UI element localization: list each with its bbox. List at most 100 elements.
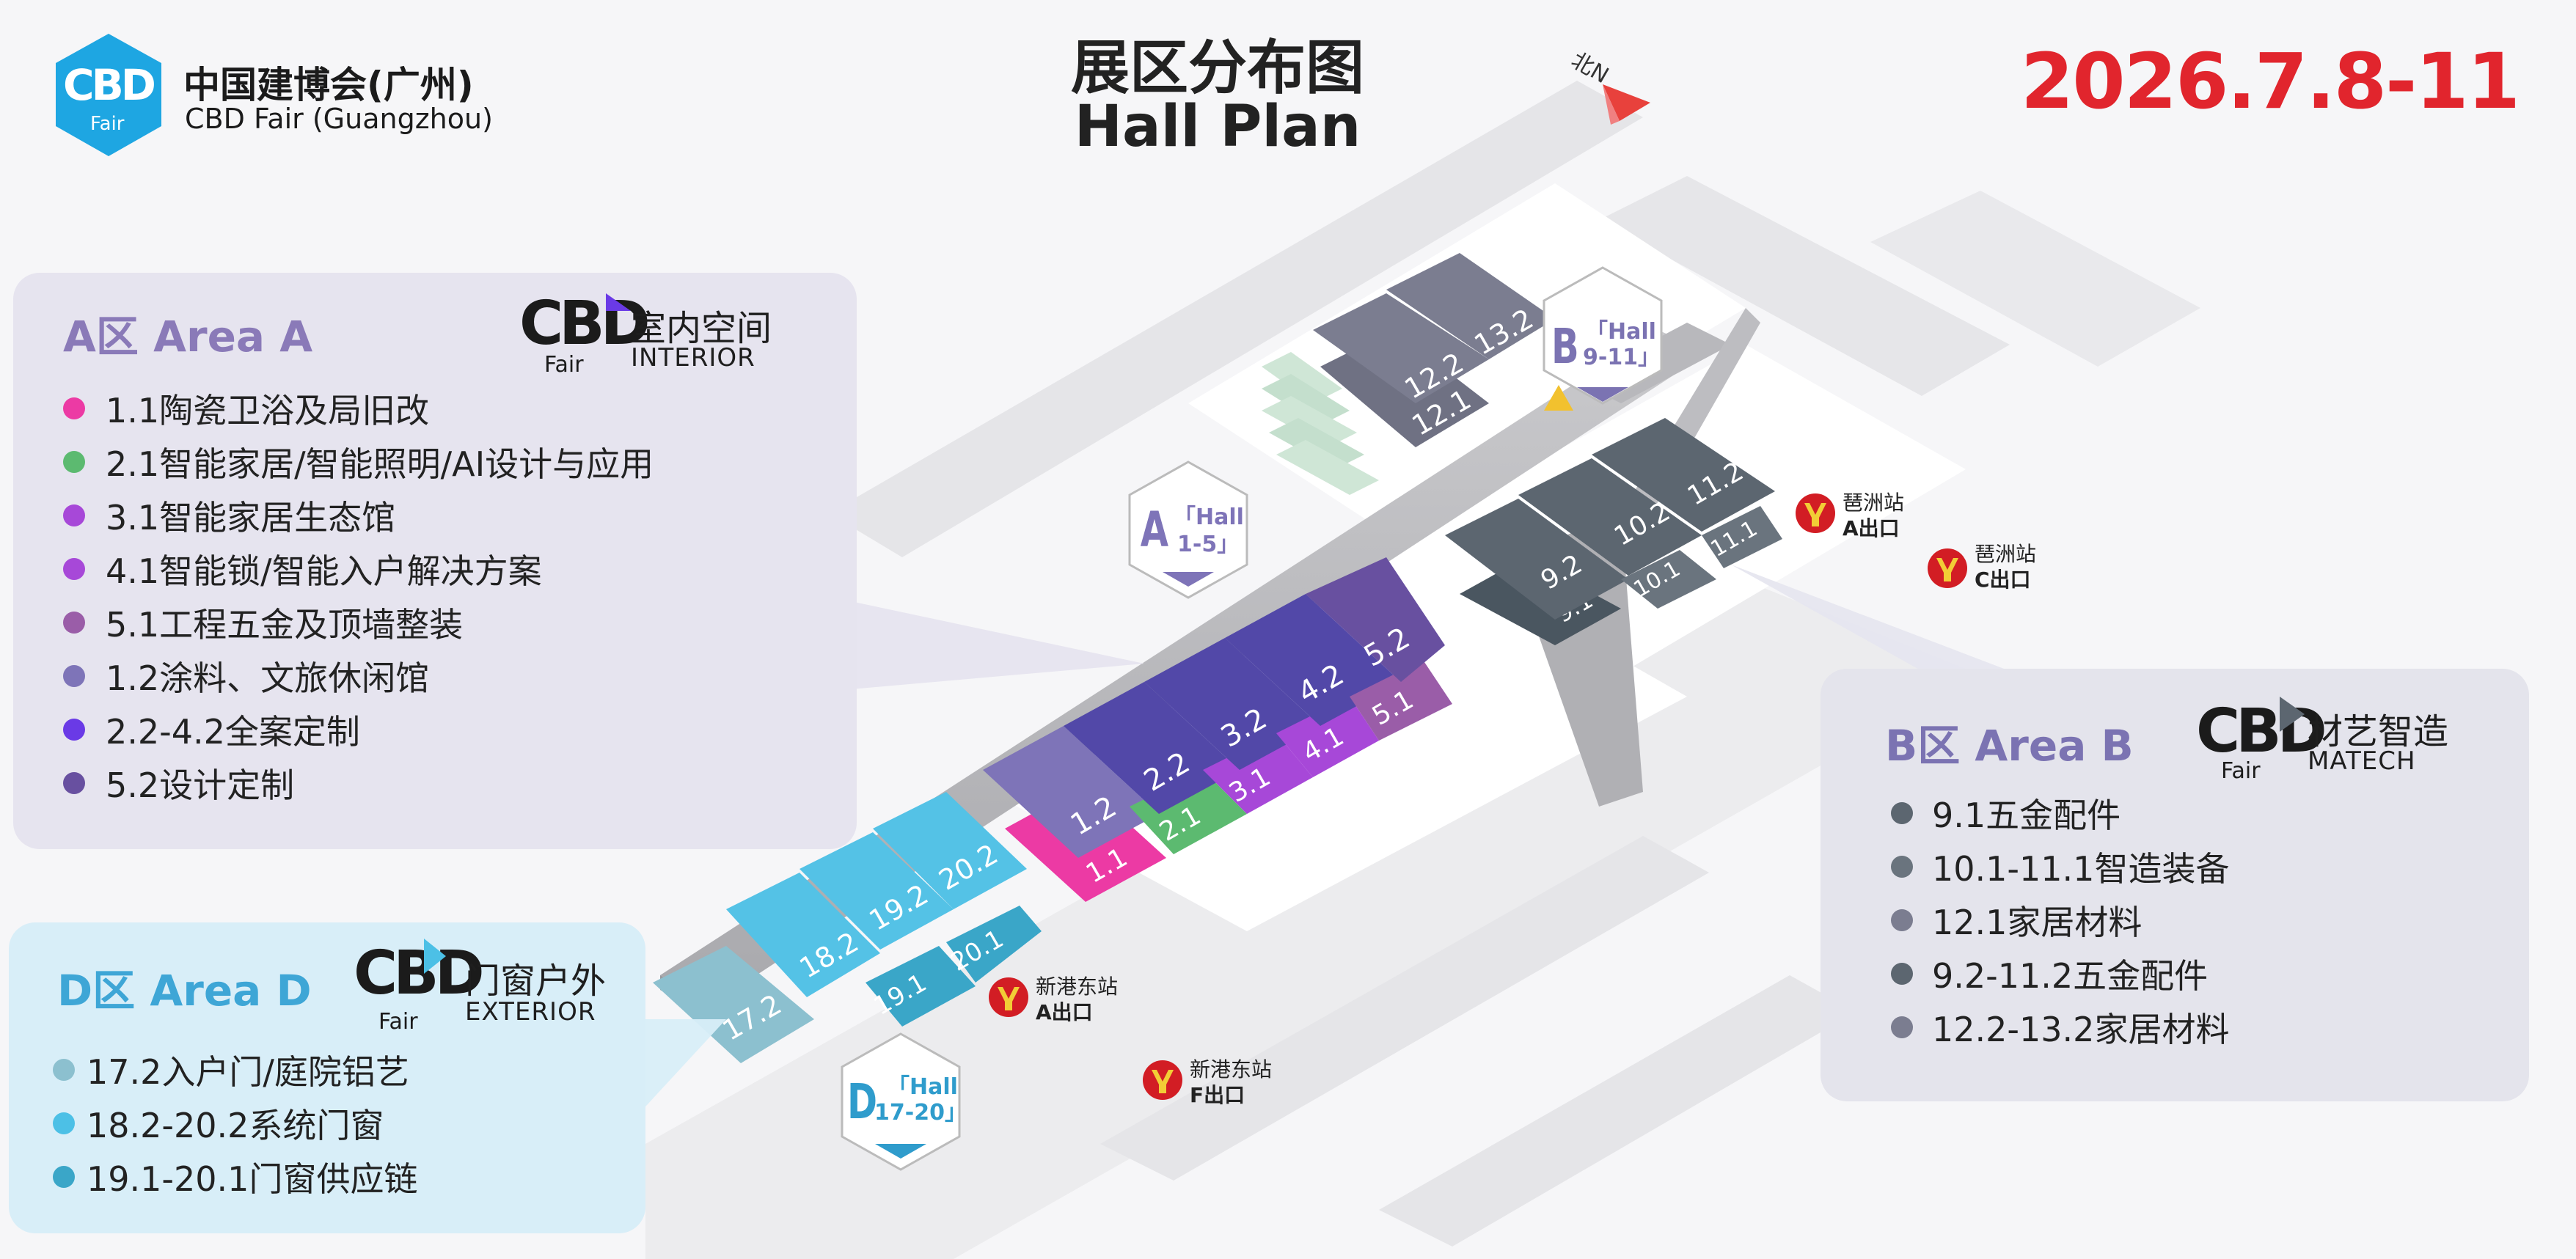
area-b-panel: B区 Area B CBD Fair 材艺智造 MATECH 9.1五金配件 10… <box>1821 669 2529 1101</box>
legend-dot-icon <box>1891 962 1913 985</box>
legend-label: 3.1智能家居生态馆 <box>106 497 396 537</box>
area-d-panel: D区 Area D CBD Fair 门窗户外 EXTERIOR 17.2入户门… <box>9 922 645 1233</box>
legend-item: 9.2-11.2五金配件 <box>1891 947 2229 1000</box>
metro-station-pazhou-c[interactable]: 琶洲站 C出口 <box>1928 542 2036 592</box>
legend-label: 2.1智能家居/智能照明/AI设计与应用 <box>106 444 654 484</box>
svg-text:琶洲站: 琶洲站 <box>1843 491 1904 515</box>
legend-item: 12.2-13.2家居材料 <box>1891 1000 2229 1054</box>
legend-dot-icon <box>53 1165 75 1188</box>
legend-dot-icon <box>53 1112 75 1134</box>
area-a-pointer <box>851 601 1144 689</box>
legend-item: 5.2设计定制 <box>63 756 654 810</box>
hall-2-2[interactable]: 2.2 <box>1064 682 1240 814</box>
logo-mark: CBD <box>63 60 156 110</box>
legend-dot-icon <box>1891 801 1913 824</box>
marker-area-d[interactable]: D 「Hall 17-20」 <box>841 1032 967 1171</box>
org-name-cn: 中国建博会(广州) <box>183 64 474 106</box>
area-d-legend: 17.2入户门/庭院铝艺 18.2-20.2系统门窗 19.1-20.1门窗供应链 <box>53 1043 417 1203</box>
area-a-brand-flag-icon <box>606 293 631 311</box>
page-title-en: Hall Plan <box>1074 94 1361 160</box>
hall-9-2[interactable]: 9.2 <box>1445 499 1628 620</box>
metro-station-pazhou-a[interactable]: 琶洲站 A出口 <box>1796 491 1904 540</box>
logo-fair: Fair <box>90 113 125 135</box>
area-d-zone-cn: 门窗户外 <box>465 961 607 1002</box>
legend-item: 9.1五金配件 <box>1891 786 2229 840</box>
svg-text:F出口: F出口 <box>1190 1083 1245 1107</box>
area-a-zone-cn: 室内空间 <box>631 308 772 349</box>
hall-11-2[interactable]: 11.2 <box>1592 418 1775 532</box>
marker-area-b[interactable]: B 「Hall 9-11」 <box>1543 266 1663 411</box>
hall-4-1[interactable]: 4.1 <box>1276 697 1379 777</box>
area-a-brand-fair: Fair <box>544 352 584 378</box>
area-d-title: D区 Area D <box>57 966 312 1016</box>
hall-20-2[interactable]: 20.2 <box>873 792 1027 909</box>
hall-19-1[interactable]: 19.1 <box>866 946 976 1027</box>
legend-label: 12.1家居材料 <box>1932 902 2143 942</box>
legend-dot-icon <box>63 664 85 687</box>
hall-3-2[interactable]: 3.2 <box>1144 638 1320 770</box>
area-b-zone-cn: 材艺智造 <box>2308 711 2449 752</box>
svg-text:9-11」: 9-11」 <box>1583 345 1660 370</box>
area-d-pointer <box>638 1019 726 1115</box>
legend-dot-icon <box>63 557 85 580</box>
area-a-halls: 1.1 1.2 2.1 2.2 3.1 3.2 4.1 4.2 <box>983 557 1452 902</box>
area-b-title: B区 Area B <box>1885 721 2134 771</box>
metro-station-xingangdong-a[interactable]: 新港东站 A出口 <box>989 974 1118 1024</box>
hall-17-2[interactable]: 17.2 <box>653 946 814 1063</box>
page-title-cn: 展区分布图 <box>1071 34 1364 102</box>
legend-label: 17.2入户门/庭院铝艺 <box>87 1051 409 1092</box>
hall-1-2[interactable]: 1.2 <box>983 726 1159 858</box>
hall-10-2[interactable]: 10.2 <box>1518 458 1702 576</box>
legend-label: 10.1-11.1智造装备 <box>1932 848 2230 889</box>
legend-label: 1.1陶瓷卫浴及局旧改 <box>106 390 430 430</box>
legend-item: 4.1智能锁/智能入户解决方案 <box>63 542 654 595</box>
area-b-legend: 9.1五金配件 10.1-11.1智造装备 12.1家居材料 9.2-11.2五金配件… <box>1891 786 2229 1054</box>
area-b-halls: 12.1 12.2 13.2 9.1 9.2 10.2 11.2 10.1 <box>1313 253 1782 645</box>
svg-text:琶洲站: 琶洲站 <box>1975 542 2036 566</box>
svg-text:「Hall: 「Hall <box>888 1074 958 1100</box>
legend-item: 17.2入户门/庭院铝艺 <box>53 1043 417 1096</box>
entrance-marker-icon <box>1544 385 1573 411</box>
legend-item: 10.1-11.1智造装备 <box>1891 840 2229 893</box>
svg-text:「Hall: 「Hall <box>1174 504 1244 530</box>
area-d-brand-mark: CBD <box>354 939 485 1008</box>
area-d-zone-en: EXTERIOR <box>465 997 596 1027</box>
svg-text:17-20」: 17-20」 <box>874 1100 967 1126</box>
svg-text:「Hall: 「Hall <box>1586 319 1656 345</box>
legend-item: 1.1陶瓷卫浴及局旧改 <box>63 381 654 435</box>
header-logo: CBD Fair <box>50 31 167 159</box>
metro-icon <box>1143 1060 1182 1100</box>
org-name-en: CBD Fair (Guangzhou) <box>185 103 493 135</box>
svg-text:C出口: C出口 <box>1975 568 2031 592</box>
legend-item: 2.2-4.2全案定制 <box>63 702 654 756</box>
area-b-zone-en: MATECH <box>2308 746 2416 776</box>
svg-text:A: A <box>1141 502 1168 558</box>
marker-area-a[interactable]: A 「Hall 1-5」 <box>1128 460 1248 599</box>
legend-dot-icon <box>63 504 85 526</box>
hall-5-1[interactable]: 5.1 <box>1350 660 1452 741</box>
svg-text:A出口: A出口 <box>1036 1000 1093 1024</box>
event-dates: 2026.7.8-11 <box>2020 37 2520 126</box>
legend-label: 12.2-13.2家居材料 <box>1932 1009 2230 1049</box>
legend-label: 5.2设计定制 <box>106 765 295 805</box>
area-b-brand-mark: CBD <box>2196 697 2327 766</box>
metro-station-xingangdong-f[interactable]: 新港东站 F出口 <box>1143 1057 1272 1107</box>
area-b-brand-fair: Fair <box>2221 758 2261 784</box>
metro-icon <box>989 977 1028 1017</box>
legend-label: 5.1工程五金及顶墙整装 <box>106 604 464 645</box>
legend-item: 5.1工程五金及顶墙整装 <box>63 595 654 649</box>
legend-label: 19.1-20.1门窗供应链 <box>87 1159 418 1199</box>
legend-item: 19.1-20.1门窗供应链 <box>53 1150 417 1203</box>
legend-item: 3.1智能家居生态馆 <box>63 488 654 542</box>
legend-label: 18.2-20.2系统门窗 <box>87 1105 384 1145</box>
cbd-hexagon-logo-icon <box>56 34 161 156</box>
legend-dot-icon <box>63 771 85 794</box>
metro-icon <box>1928 548 1967 588</box>
legend-dot-icon <box>63 718 85 741</box>
legend-item: 1.2涂料、文旅休闲馆 <box>63 649 654 702</box>
legend-label: 1.2涂料、文旅休闲馆 <box>106 658 430 698</box>
legend-label: 9.2-11.2五金配件 <box>1932 955 2209 996</box>
legend-item: 2.1智能家居/智能照明/AI设计与应用 <box>63 435 654 488</box>
